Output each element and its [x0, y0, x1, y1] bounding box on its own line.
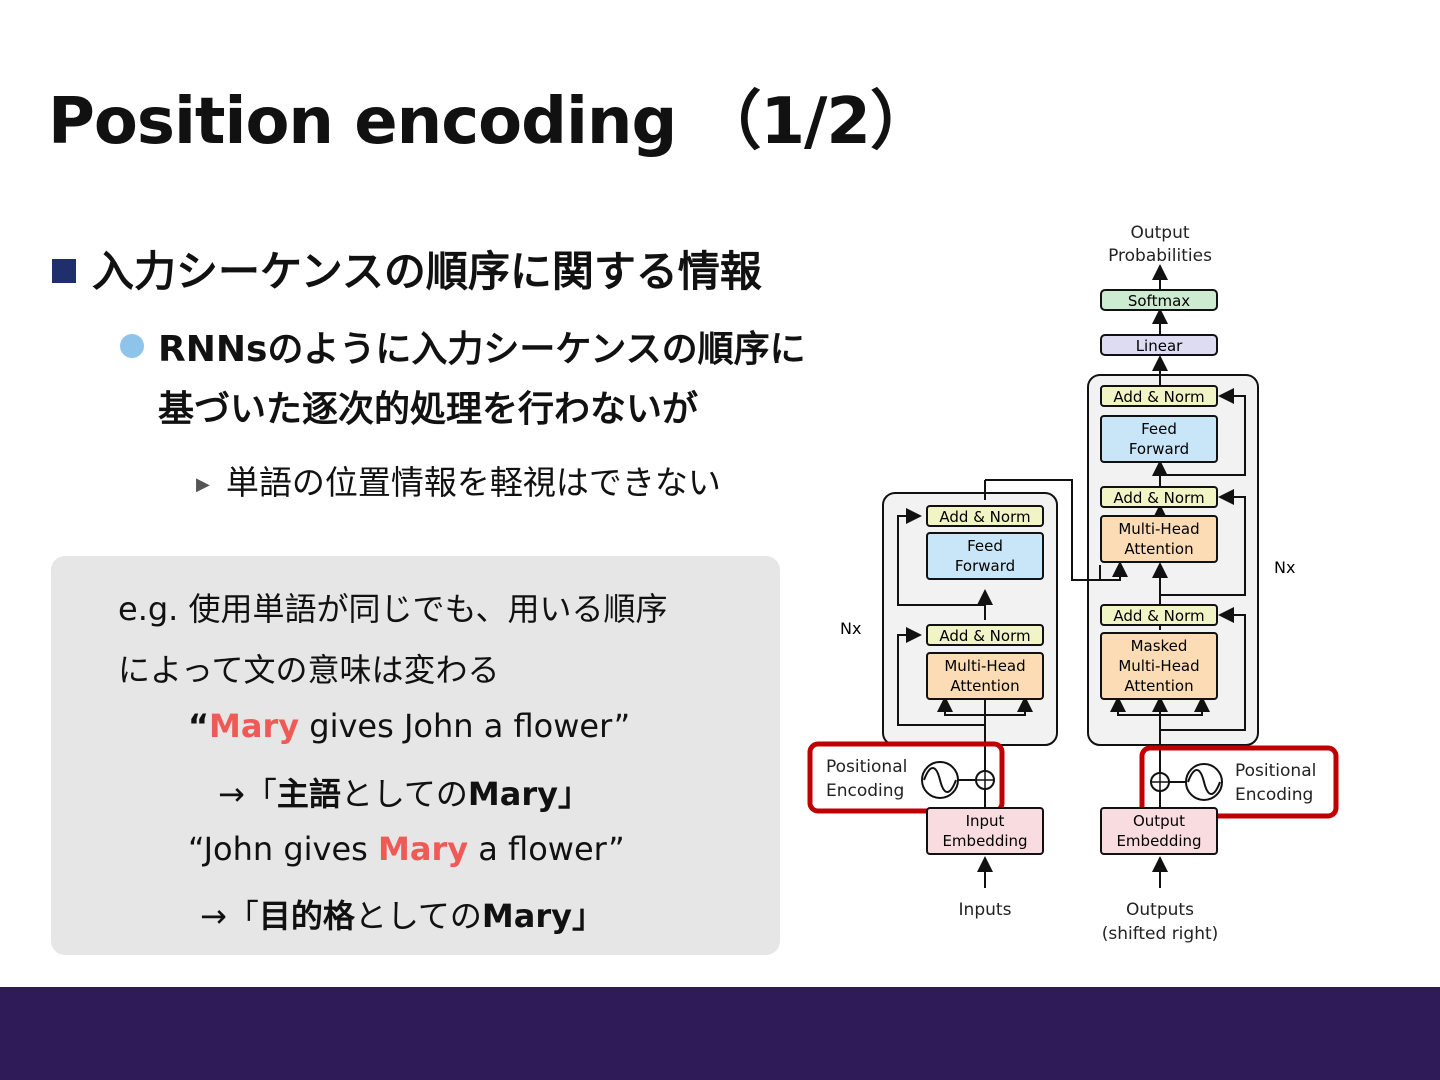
dec-pe-label-2: Encoding: [1235, 785, 1313, 805]
output-embedding-block: [1100, 807, 1218, 855]
bullet-level1-text: 入力シーケンスの順序に関する情報: [92, 247, 762, 296]
softmax-label: Softmax: [1128, 292, 1190, 310]
sentence2-start: “John gives: [188, 830, 379, 868]
square-bullet-icon: [52, 259, 76, 283]
footer-bar: [0, 987, 1440, 1080]
enc-pe-highlight: [807, 741, 1005, 814]
role1-mary: Mary: [467, 775, 558, 813]
dec-feed-forward: [1100, 415, 1218, 463]
enc-self-attention: [926, 652, 1044, 700]
example-sentence2: “John gives Mary a flower”: [188, 830, 625, 868]
slide-title: Position encoding （1/2）: [48, 85, 934, 159]
enc-mha-label-2: Attention: [950, 677, 1019, 695]
enc-pe-label-1: Positional: [826, 757, 907, 777]
dec-pe-highlight: [1139, 745, 1339, 819]
enc-add-norm-1-label: Add & Norm: [939, 627, 1030, 645]
role-subject: 主語: [276, 775, 341, 813]
enc-ff-label-1: Feed: [967, 537, 1003, 555]
enc-feed-forward: [926, 532, 1044, 580]
example-sentence1: “Mary gives John a flower”: [188, 707, 630, 745]
transformer-diagram: Output Probabilities Softmax Linear Add …: [807, 223, 1339, 944]
decoder-nx-label: Nx: [1274, 558, 1295, 577]
mary-highlight-1: Mary: [209, 707, 300, 745]
bullet-level3-text: 単語の位置情報を軽視はできない: [225, 463, 721, 502]
input-emb-label-1: Input: [966, 812, 1005, 830]
input-emb-label-2: Embedding: [942, 832, 1027, 850]
dec-pe-label-1: Positional: [1235, 761, 1316, 781]
role-object: 目的格: [258, 897, 355, 935]
inputs-label: Inputs: [959, 900, 1012, 920]
enc-add-norm-2-label: Add & Norm: [939, 508, 1030, 526]
enc-add-norm-1: [926, 624, 1044, 646]
bullet-level2-line1: RNNsのように入力シーケンスの順序に: [158, 329, 806, 370]
dec-add-norm-3: [1100, 385, 1218, 407]
example-role2: →「目的格としてのMary」: [200, 891, 604, 937]
example-box: e.g. 使用単語が同じでも、用いる順序 によって文の意味は変わる “Mary …: [51, 556, 780, 955]
dec-add-norm-2: [1100, 486, 1218, 508]
output-probs-label-1: Output: [1130, 223, 1189, 243]
dec-ff-label-1: Feed: [1141, 420, 1177, 438]
example-role1: →「主語としてのMary」: [218, 769, 590, 815]
quote-open: “: [188, 707, 210, 745]
arrow-bracket-2: →「: [200, 897, 259, 935]
dec-add-norm-1: [1100, 604, 1218, 626]
linear-label: Linear: [1136, 337, 1183, 355]
dec-mha-label-2: Attention: [1124, 540, 1193, 558]
dec-add-circle-icon: [1150, 772, 1170, 792]
bullet-level2-line2: 基づいた逐次的処理を行わないが: [158, 389, 699, 430]
enc-sine-wave-icon: [921, 761, 959, 799]
encoder-nx-label: Nx: [840, 619, 861, 638]
enc-add-norm-2: [926, 505, 1044, 527]
enc-ff-label-2: Forward: [955, 557, 1015, 575]
outputs-label-2: (shifted right): [1102, 924, 1219, 944]
mary-highlight-2: Mary: [378, 830, 469, 868]
output-emb-label-1: Output: [1133, 812, 1185, 830]
enc-add-circle-icon: [975, 770, 995, 790]
dec-masked-label: Masked: [1131, 637, 1188, 655]
triangle-bullet-icon: ▶: [196, 474, 210, 495]
example-line1: e.g. 使用単語が同じでも、用いる順序: [118, 590, 668, 628]
bullet-level1: 入力シーケンスの順序に関する情報: [52, 238, 762, 299]
dec-masked-label-2: Multi-Head: [1118, 657, 1199, 675]
sentence2-rest: a flower”: [468, 830, 625, 868]
bracket-close-2: 」: [571, 897, 604, 935]
sentence1-rest: gives John a flower”: [299, 707, 631, 745]
dec-masked-label-3: Attention: [1124, 677, 1193, 695]
bullet-level2: RNNsのように入力シーケンスの順序に 基づいた逐次的処理を行わないが: [120, 320, 806, 440]
dec-masked-attention: [1100, 632, 1218, 700]
dec-add-norm-3-label: Add & Norm: [1113, 388, 1204, 406]
output-probs-label-2: Probabilities: [1108, 246, 1212, 266]
dec-mha-label-1: Multi-Head: [1118, 520, 1199, 538]
dec-sine-wave-icon: [1185, 763, 1223, 801]
bullet-level3: ▶ 単語の位置情報を軽視はできない: [196, 456, 721, 504]
role1-mid: としての: [340, 775, 468, 813]
input-embedding-block: [926, 807, 1044, 855]
encoder-stack: [882, 492, 1058, 746]
enc-mha-label-1: Multi-Head: [944, 657, 1025, 675]
circle-bullet-icon: [120, 334, 144, 358]
output-emb-label-2: Embedding: [1116, 832, 1201, 850]
dec-ff-label-2: Forward: [1129, 440, 1189, 458]
dec-add-norm-1-label: Add & Norm: [1113, 607, 1204, 625]
role2-mary: Mary: [481, 897, 572, 935]
linear-block: [1100, 334, 1218, 356]
role2-mid: としての: [354, 897, 482, 935]
enc-pe-label-2: Encoding: [826, 781, 904, 801]
arrow-bracket-1: →「: [218, 775, 277, 813]
dec-add-norm-2-label: Add & Norm: [1113, 489, 1204, 507]
dec-cross-attention: [1100, 515, 1218, 563]
bracket-close-1: 」: [557, 775, 590, 813]
outputs-label-1: Outputs: [1126, 900, 1194, 920]
example-line2: によって文の意味は変わる: [118, 651, 500, 689]
softmax-block: [1100, 289, 1218, 311]
